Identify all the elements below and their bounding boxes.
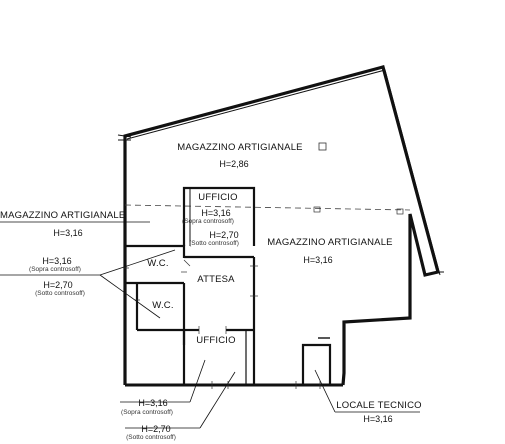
height-label-wc-above: H=3,16	[42, 256, 72, 266]
interior-walls	[125, 186, 332, 385]
height-label-magazzino-top: H=2,86	[219, 159, 249, 169]
height-label-magazzino-right: H=3,16	[303, 255, 333, 265]
pillar-mark	[313, 206, 321, 213]
height-label-ufficio-bottom-below: H=2,70	[141, 424, 171, 434]
room-label-locale-tecnico: LOCALE TECNICO	[336, 400, 422, 411]
height-label-magazzino-left: H=3,16	[53, 228, 83, 238]
room-label-ufficio-bottom: UFFICIO	[196, 335, 236, 346]
room-label-magazzino-right: MAGAZZINO ARTIGIANALE	[267, 237, 393, 248]
room-label-magazzino-top: MAGAZZINO ARTIGIANALE	[177, 142, 303, 153]
height-label-ufficio-bottom-above: H=3,16	[138, 398, 168, 408]
door-marks	[124, 259, 321, 389]
note-wc-above: (Sopra controsoff)	[29, 266, 81, 273]
height-label-ufficio-top-above: H=3,16	[201, 208, 231, 218]
note-ufficio-bottom-above: (Sopra controsoff)	[121, 409, 173, 416]
room-label-magazzino-left: MAGAZZINO ARTIGIANALE	[0, 210, 126, 221]
pillar-mark	[396, 208, 404, 215]
room-label-attesa: ATTESA	[197, 274, 235, 285]
note-ufficio-bottom-below: (Sotto controsoff)	[126, 434, 176, 441]
height-label-locale-tecnico: H=3,16	[363, 414, 393, 424]
room-label-ufficio-top: UFFICIO	[198, 192, 238, 203]
note-ufficio-top-above: (Sopra controsoff)	[182, 218, 234, 225]
note-ufficio-top-below: (Sotto controsoff)	[189, 240, 239, 247]
room-label-wc-upper: W.C.	[147, 258, 169, 269]
ceiling-marker-square	[318, 142, 327, 151]
room-label-wc-lower: W.C.	[152, 300, 174, 311]
leader-lines	[0, 221, 420, 429]
dashed-partition-line	[124, 204, 411, 211]
height-label-wc-below: H=2,70	[43, 280, 73, 290]
height-label-ufficio-top-below: H=2,70	[209, 230, 239, 240]
outer-walls	[117, 65, 444, 387]
note-wc-below: (Sotto controsoff)	[35, 290, 85, 297]
